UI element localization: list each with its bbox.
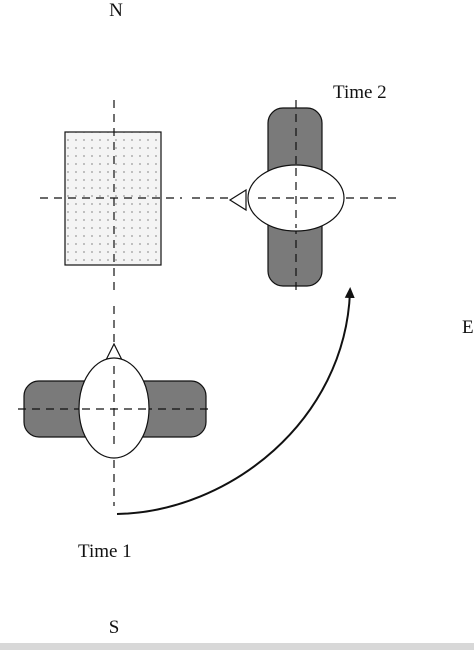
time2-nose-marker — [228, 188, 247, 212]
rotation-arrow — [116, 287, 355, 515]
time2-figure — [192, 100, 398, 292]
cropped-caption-strip — [0, 643, 474, 650]
time1-figure — [18, 306, 214, 506]
time2-label: Time 2 — [333, 82, 387, 103]
stippled-rectangle — [40, 100, 182, 292]
time1-label: Time 1 — [78, 541, 132, 562]
east-label: E — [462, 317, 474, 338]
north-label: N — [109, 0, 123, 21]
south-label: S — [109, 617, 120, 638]
